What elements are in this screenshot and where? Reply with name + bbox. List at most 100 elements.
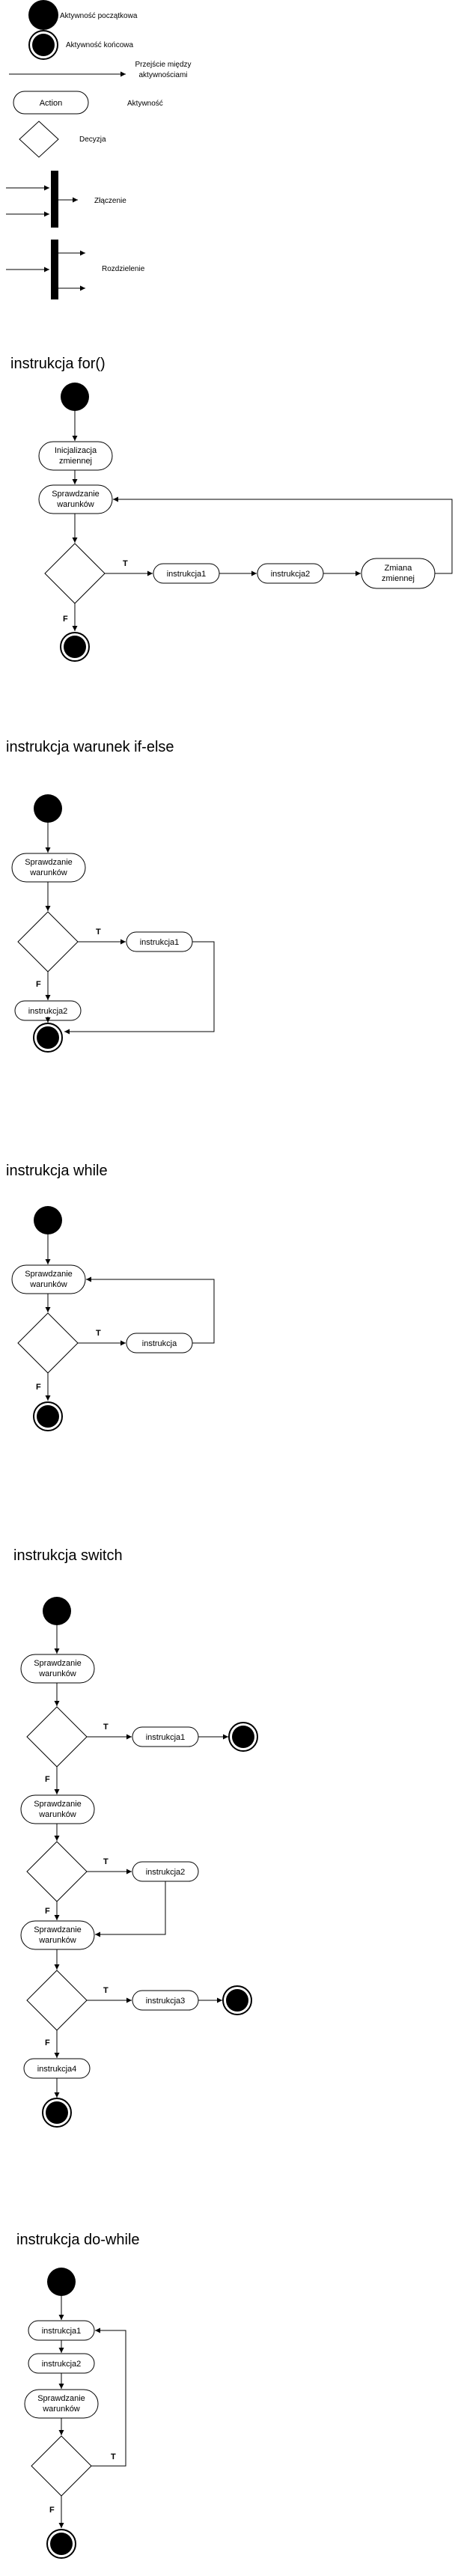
switch-check1-label-2: warunków: [38, 1669, 76, 1678]
for-instr1-label: instrukcja1: [167, 570, 207, 579]
legend-action-label: Aktywność: [127, 100, 163, 108]
for-true-flag: T: [123, 559, 128, 568]
legend-action-shape: [13, 91, 89, 115]
dowhile-start-node: [47, 2268, 76, 2296]
while-true-flag: T: [96, 1329, 101, 1338]
section-title-dowhile: instrukcja do-while: [16, 2232, 140, 2248]
ifelse-check-action: [11, 853, 86, 883]
legend-action-box-text: Action: [40, 99, 63, 108]
legend: Aktywność początkowa Aktywność końcowa P…: [6, 0, 192, 299]
switch-instr2-label: instrukcja2: [146, 1868, 186, 1877]
switch-instr1-label: instrukcja1: [146, 1733, 186, 1742]
legend-join-bar: [51, 171, 58, 228]
legend-fork-bar: [51, 240, 58, 299]
switch-false-flag-2: F: [45, 1907, 50, 1916]
switch-instr2-to-check3-arrow: [95, 1881, 166, 1937]
for-false-flag: F: [63, 615, 68, 624]
dowhile-check-label-1: Sprawdzanie: [37, 2394, 85, 2403]
for-check-label-1: Sprawdzanie: [52, 490, 100, 499]
legend-join: [6, 171, 78, 228]
for-change-action: [361, 558, 436, 589]
for-decision: [44, 543, 106, 604]
switch-decision1: [26, 1706, 88, 1767]
switch-instr3-label: instrukcja3: [146, 1997, 186, 2006]
for-init-label-2: zmiennej: [59, 457, 92, 466]
ifelse-instr2-label: instrukcja2: [28, 1007, 68, 1016]
dowhile-true-flag: T: [111, 2452, 116, 2461]
switch-true-flag-1: T: [103, 1723, 109, 1732]
legend-start-node: [28, 0, 58, 30]
section-ifelse: instrukcja warunek if-else Sprawdzanie w…: [6, 739, 215, 1053]
section-for: instrukcja for() Inicjalizacja zmiennej …: [10, 356, 453, 662]
legend-decision-label: Decyzja: [79, 136, 106, 144]
ifelse-instr1-to-end-arrow: [64, 941, 215, 1035]
section-dowhile: instrukcja do-while instrukcja1 instrukc…: [16, 2232, 140, 2559]
switch-true-flag-3: T: [103, 1986, 109, 1995]
legend-end-label: Aktywność końcowa: [66, 41, 133, 49]
ifelse-instr1-label: instrukcja1: [140, 938, 180, 947]
legend-fork-label: Rozdzielenie: [102, 265, 145, 273]
legend-join-label: Złączenie: [94, 197, 126, 205]
ifelse-false-flag: F: [36, 980, 41, 989]
switch-check1-action: [20, 1654, 95, 1684]
ifelse-end-node-inner: [37, 1026, 59, 1049]
ifelse-decision: [17, 911, 79, 972]
for-instr2-label: instrukcja2: [271, 570, 311, 579]
switch-check3-action: [20, 1920, 95, 1950]
switch-check1-label-1: Sprawdzanie: [34, 1659, 82, 1668]
dowhile-loop-back-arrow: [91, 2327, 126, 2467]
dowhile-decision: [31, 2435, 92, 2497]
for-init-label-1: Inicjalizacja: [55, 446, 97, 455]
ifelse-start-node: [34, 794, 62, 823]
legend-transition-label-1: Przejście między: [135, 61, 191, 69]
switch-check3-label-2: warunków: [38, 1936, 76, 1945]
while-check-label-2: warunków: [29, 1280, 67, 1289]
legend-transition-label-2: aktywnościami: [138, 71, 187, 79]
for-change-label-2: zmiennej: [382, 574, 415, 583]
while-decision: [17, 1312, 79, 1374]
dowhile-end-node-inner: [50, 2533, 73, 2555]
switch-end-node4-inner: [46, 2101, 68, 2124]
switch-false-flag-1: F: [45, 1775, 50, 1784]
switch-false-flag-3: F: [45, 2038, 50, 2047]
ifelse-true-flag: T: [96, 928, 101, 937]
legend-end-node-inner: [32, 34, 55, 56]
switch-check2-label-2: warunków: [38, 1810, 76, 1819]
section-while: instrukcja while Sprawdzanie warunków T …: [6, 1163, 215, 1431]
ifelse-check-label-2: warunków: [29, 868, 67, 877]
while-start-node: [34, 1206, 62, 1234]
dowhile-instr1-label: instrukcja1: [42, 2327, 82, 2336]
section-title-for: instrukcja for(): [10, 356, 106, 372]
while-false-flag: F: [36, 1383, 41, 1392]
switch-check3-label-1: Sprawdzanie: [34, 1925, 82, 1934]
switch-end-node1-inner: [232, 1726, 254, 1748]
switch-start-node: [43, 1597, 71, 1625]
for-loop-back-arrow: [113, 496, 453, 574]
for-start-node: [61, 383, 89, 411]
legend-decision-shape: [19, 121, 59, 158]
for-init-action: [38, 441, 113, 471]
switch-check2-action: [20, 1794, 95, 1824]
for-check-action: [38, 484, 113, 514]
dowhile-false-flag: F: [49, 2506, 55, 2515]
switch-instr4-label: instrukcja4: [37, 2065, 77, 2074]
for-end-node-inner: [64, 636, 86, 658]
while-instr-label: instrukcja: [142, 1339, 177, 1348]
section-title-while: instrukcja while: [6, 1163, 108, 1179]
for-change-label-1: Zmiana: [385, 564, 413, 573]
while-check-action: [11, 1264, 86, 1294]
while-loop-back-arrow: [86, 1276, 215, 1344]
section-title-ifelse: instrukcja warunek if-else: [6, 739, 174, 755]
switch-decision2: [26, 1841, 88, 1902]
legend-start-label: Aktywność początkowa: [60, 12, 138, 20]
switch-decision3: [26, 1970, 88, 2031]
switch-true-flag-2: T: [103, 1857, 109, 1866]
for-check-label-2: warunków: [56, 500, 94, 509]
while-check-label-1: Sprawdzanie: [25, 1270, 73, 1279]
section-title-switch: instrukcja switch: [13, 1547, 123, 1564]
switch-check2-label-1: Sprawdzanie: [34, 1800, 82, 1809]
switch-end-node3-inner: [226, 1989, 248, 2012]
ifelse-check-label-1: Sprawdzanie: [25, 858, 73, 867]
section-switch: instrukcja switch Sprawdzanie warunków T…: [13, 1547, 258, 2128]
